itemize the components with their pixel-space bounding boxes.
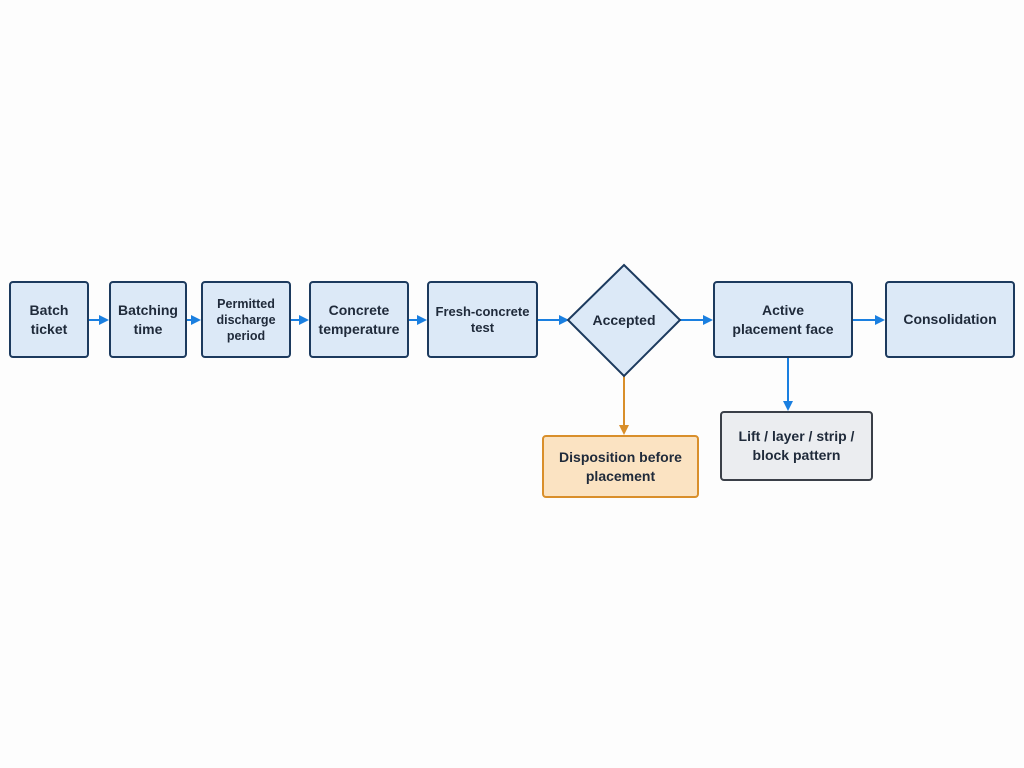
node-active-placement-face-line1: Active [761, 301, 804, 318]
node-lift-pattern-line2: block pattern [752, 447, 841, 463]
node-concrete-temperature: Concrete temperature [309, 281, 409, 358]
node-batching-time-line2: time [133, 320, 163, 337]
node-batching-time: Batching time [109, 281, 187, 358]
node-concrete-temperature-line2: temperature [318, 320, 400, 337]
node-fresh-concrete-test: Fresh-concrete test [427, 281, 538, 358]
node-batch-ticket: Batch ticket [9, 281, 89, 358]
node-concrete-temperature-line1: Concrete [328, 301, 390, 318]
node-active-placement-face: Active placement face [713, 281, 853, 358]
node-permitted-discharge-line3: period [226, 328, 266, 343]
node-batch-ticket-line2: ticket [30, 320, 68, 337]
node-fresh-concrete-test-line2: test [470, 319, 495, 335]
node-consolidation-label: Consolidation [903, 311, 997, 327]
node-permitted-discharge-line2: discharge [216, 312, 276, 327]
node-disposition-line2: placement [585, 467, 656, 484]
node-batching-time-line1: Batching [118, 301, 178, 318]
node-permitted-discharge-line1: Permitted [217, 296, 275, 311]
node-fresh-concrete-test-line1: Fresh-concrete [435, 303, 530, 319]
accepted-decision-diamond [566, 263, 682, 378]
node-accepted-label: Accepted [592, 312, 656, 328]
node-active-placement-face-line2: placement face [732, 320, 834, 337]
node-disposition-before-placement: Disposition before placement [542, 435, 699, 498]
node-lift-layer-strip-block-pattern: Lift / layer / strip / block pattern [720, 411, 873, 481]
node-disposition-line1: Disposition before [559, 448, 682, 465]
node-lift-pattern-line1: Lift / layer / strip / [738, 428, 855, 444]
node-permitted-discharge-period: Permitted discharge period [201, 281, 291, 358]
node-consolidation: Consolidation [885, 281, 1015, 358]
node-batch-ticket-line1: Batch [29, 301, 69, 318]
